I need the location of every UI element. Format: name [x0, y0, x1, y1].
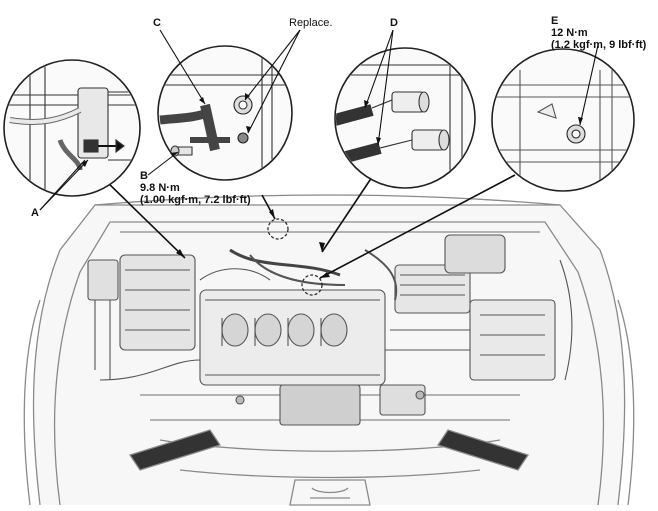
callout-e-torque-alt: (1.2 kgf·m, 9 lbf·ft) — [551, 39, 647, 51]
callout-leaders — [39, 29, 599, 211]
callout-b-torque-alt: (1.00 kgf·m, 7.2 lbf·ft) — [140, 194, 251, 206]
detail-circle-a — [3, 59, 141, 197]
target-circle-lower — [301, 274, 323, 296]
callout-b-label: B — [140, 170, 148, 182]
detail-circle-bc — [157, 45, 293, 181]
engine-assembly — [87, 234, 573, 426]
detail-circle-d — [334, 47, 476, 189]
replace-note: Replace. — [289, 17, 333, 29]
callout-arrowheads — [81, 93, 583, 167]
callout-c-label: C — [153, 17, 161, 29]
leader-arrows — [176, 209, 330, 278]
callout-e-label: E — [551, 15, 559, 27]
callout-e-torque: 12 N·m — [551, 27, 588, 39]
callout-b-torque: 9.8 N·m — [140, 182, 180, 194]
target-circle-upper — [267, 218, 289, 240]
callout-d-label: D — [390, 17, 398, 29]
detail-circle-e — [491, 48, 635, 192]
callout-a-label: A — [31, 207, 39, 219]
